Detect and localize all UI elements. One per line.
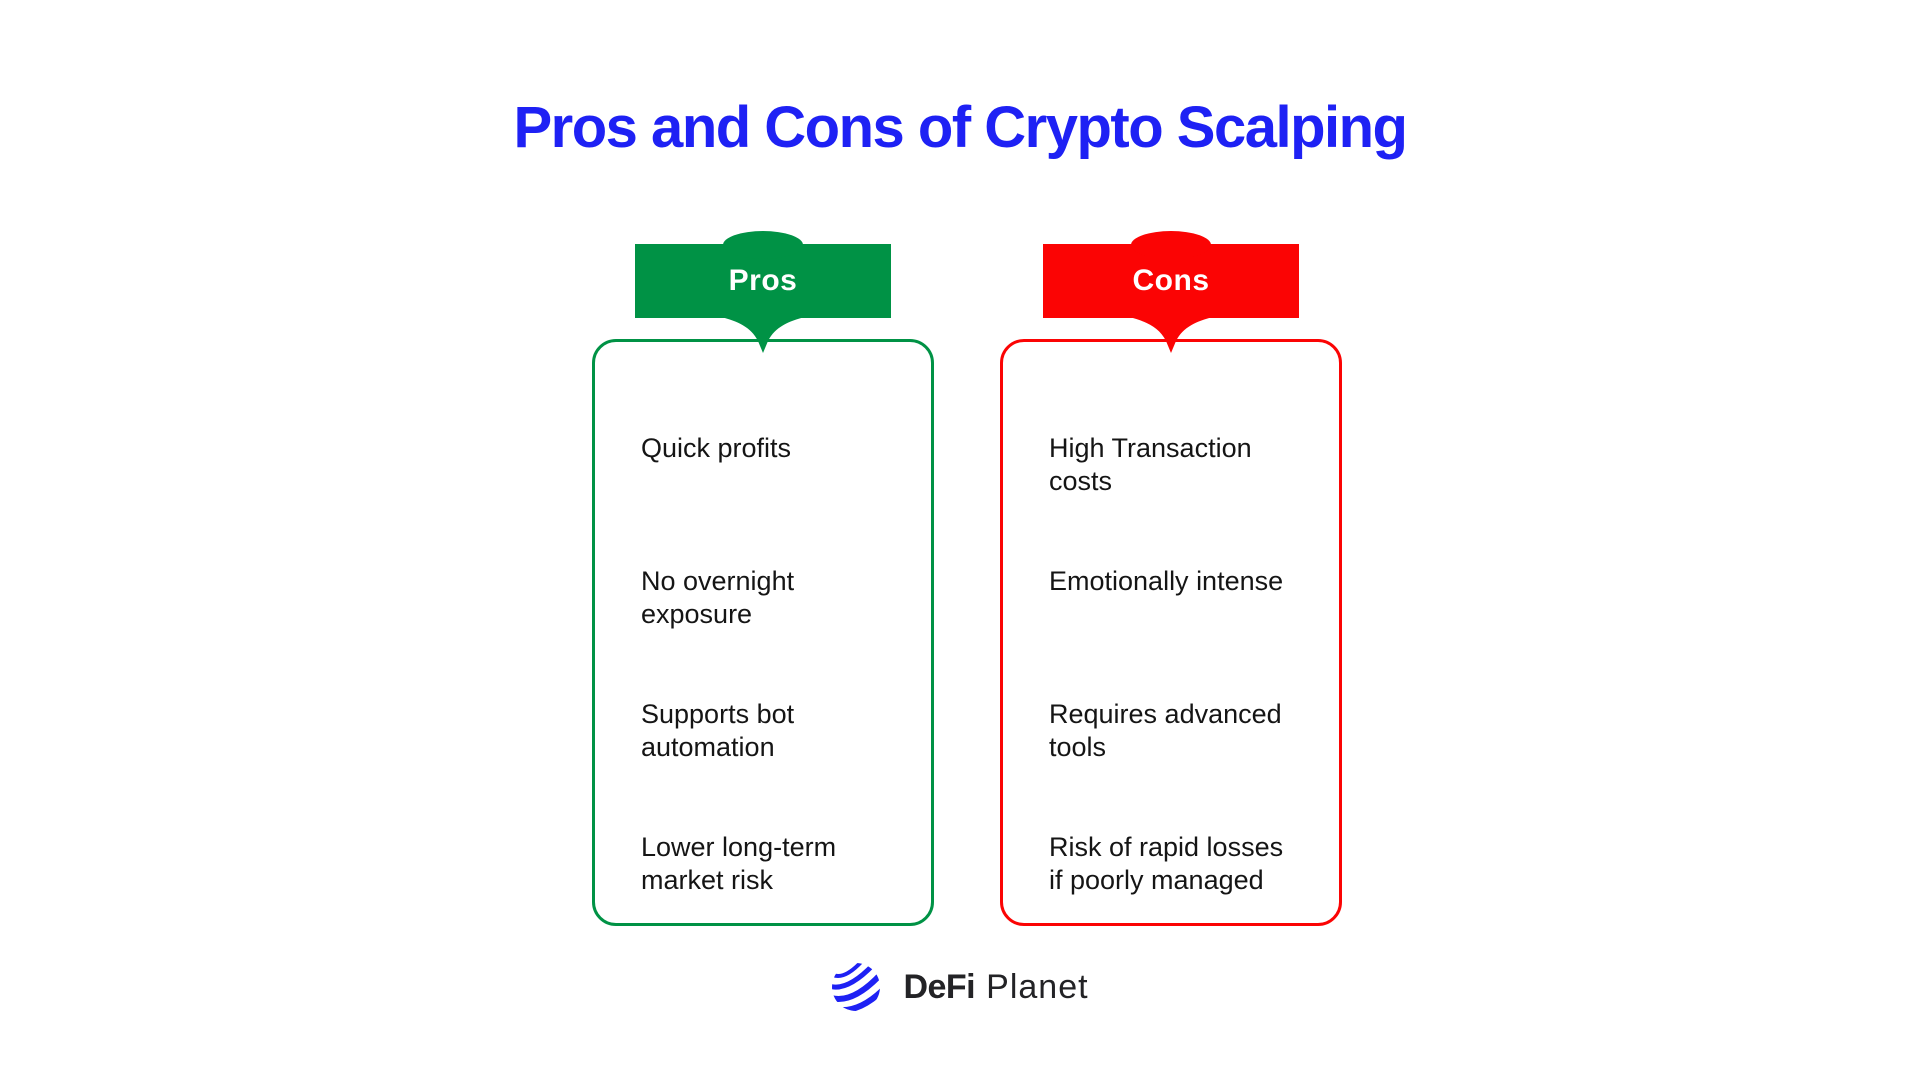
cons-badge-label: Cons — [1132, 264, 1210, 297]
cons-box: High Transaction costs Emotionally inten… — [1000, 339, 1342, 926]
defi-planet-globe-icon — [832, 963, 881, 1011]
cons-item: Requires advanced tools — [1049, 699, 1282, 762]
cons-item: Emotionally intense — [1049, 566, 1284, 596]
pros-badge-notch — [723, 231, 803, 259]
cons-item: Risk of rapid losses if poorly managed — [1049, 832, 1284, 895]
pros-box: Quick profits No overnight exposure Supp… — [592, 339, 934, 926]
pros-item: Supports bot automation — [641, 699, 795, 762]
pros-badge-label: Pros — [728, 264, 798, 297]
cons-column: Cons High Transaction costs Emotionally … — [1000, 231, 1342, 931]
cons-item: High Transaction costs — [1049, 433, 1252, 496]
pros-item: No overnight exposure — [641, 566, 795, 629]
pros-badge: Pros — [635, 231, 891, 353]
pros-item: Lower long-term market risk — [641, 832, 837, 895]
cons-badge-pointer — [1129, 317, 1213, 353]
cons-badge: Cons — [1043, 231, 1299, 353]
brand-footer: DeFi Planet — [0, 962, 1920, 1012]
pros-badge-pointer — [721, 317, 805, 353]
pros-column: Pros Quick profits No overnight exposure… — [592, 231, 934, 931]
pros-item: Quick profits — [641, 433, 792, 463]
brand-name-planet: Planet — [986, 967, 1089, 1006]
page-title: Pros and Cons of Crypto Scalping — [513, 95, 1408, 160]
brand-name: DeFi Planet — [903, 968, 1088, 1007]
cons-badge-notch — [1131, 231, 1211, 259]
brand-name-defi: DeFi — [903, 967, 976, 1006]
